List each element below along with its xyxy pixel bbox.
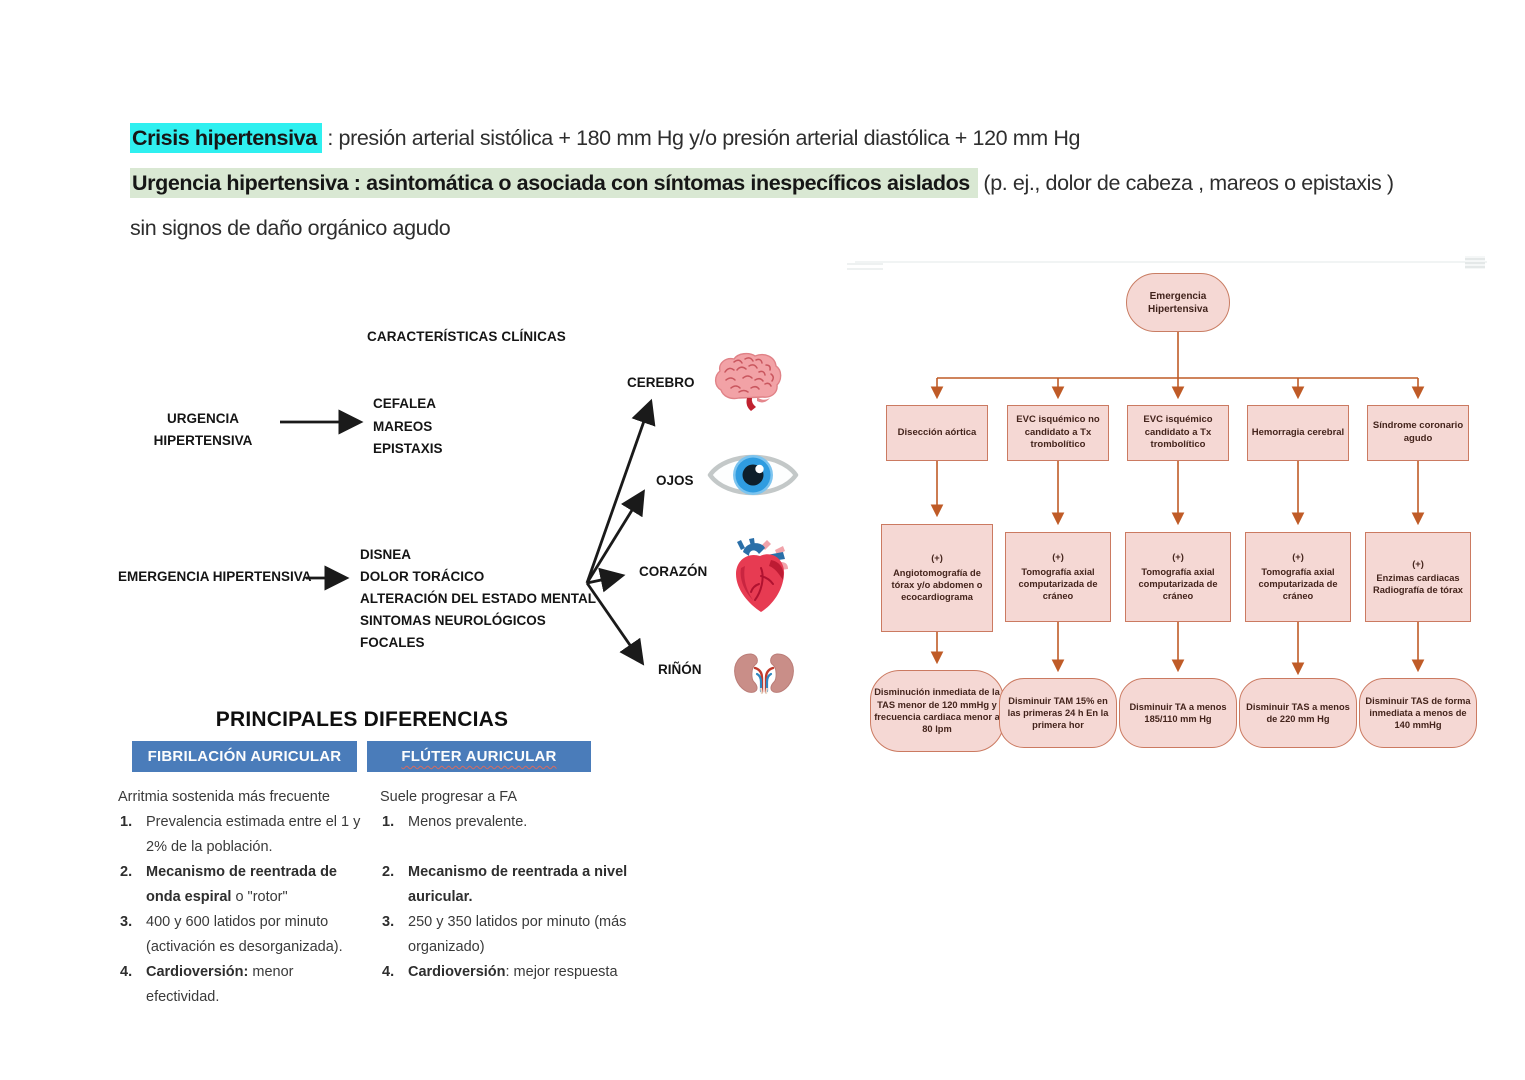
emergencia-symptoms-list: DISNEA DOLOR TORÁCICO ALTERACIÓN DEL ESTAD… — [360, 544, 596, 654]
diff-item: Menos prevalente. — [382, 810, 528, 835]
definition-urgencia-text: (p. ej., dolor de cabeza , mareos o epis… — [977, 171, 1394, 195]
flowchart-column: Disección aórtica (+)Angiotomografía de t… — [870, 260, 1004, 772]
study-box: (+)Angiotomografía de tórax y/o abdomen … — [881, 524, 993, 632]
condition-box: Disección aórtica — [886, 405, 988, 461]
urgencia-symptoms-list: CEFALEA MAREOS EPISTAXIS — [373, 393, 443, 461]
definition-urgencia: Urgencia hipertensiva : asintomática o a… — [130, 161, 1470, 206]
study-box: (+)Tomografía axial computarizada de crá… — [1125, 532, 1231, 622]
definition-crisis: Crisis hipertensiva : presión arterial s… — [130, 116, 1470, 161]
goal-box: Disminución inmediata de la TAS menor de… — [870, 670, 1004, 752]
brain-icon — [714, 352, 782, 411]
diagram-arrows — [280, 398, 656, 666]
flowchart-root-node: Emergencia Hipertensiva — [1126, 273, 1230, 332]
diff-item: Mecanismo de reentrada a nivel auricular… — [382, 860, 628, 905]
diff-items-left: Prevalencia estimada entre el 1 y 2% de … — [118, 810, 361, 1010]
diff-item: Cardioversión: mejor respuesta — [382, 960, 618, 985]
highlighted-term-crisis: Crisis hipertensiva — [130, 123, 322, 153]
eye-icon — [707, 454, 799, 496]
header-fluter: FLÚTER AURICULAR — [367, 741, 591, 772]
definition-continuation: sin signos de daño orgánico agudo — [130, 216, 451, 240]
flowchart-connectors — [930, 332, 1425, 676]
flowchart-column: EVC isquémico candidato a Tx trombolític… — [1117, 260, 1239, 772]
condition-box: Síndrome coronario agudo — [1367, 405, 1469, 461]
list-line: DOLOR TORÁCICO — [360, 569, 485, 584]
goal-box: Disminuir TAM 15% en las primeras 24 h E… — [999, 678, 1117, 748]
urgencia-node: URGENCIA HIPERTENSIVA — [153, 411, 253, 448]
emergencia-node: EMERGENCIA HIPERTENSIVA — [118, 569, 312, 584]
differences-headers: FIBRILACIÓN AURICULAR FLÚTER AURICULAR — [118, 741, 630, 772]
intro-definitions: Crisis hipertensiva : presión arterial s… — [130, 116, 1470, 251]
list-line: CEFALEA — [373, 396, 437, 411]
heart-icon — [736, 538, 788, 612]
goal-box: Disminuir TAS a menos de 220 mm Hg — [1239, 678, 1357, 748]
flowchart-column: Síndrome coronario agudo (+)Enzimas cardi… — [1357, 260, 1479, 772]
clinical-diagram-title: CARACTERÍSTICAS CLÍNICAS — [367, 329, 566, 344]
condition-box: EVC isquémico no candidato a Tx trombolí… — [1007, 405, 1109, 461]
kidney-icon — [734, 653, 794, 695]
diff-item: 400 y 600 latidos por minuto (activación… — [120, 910, 343, 955]
list-line: FOCALES — [360, 635, 425, 650]
study-box: (+)Tomografía axial computarizada de crá… — [1005, 532, 1111, 622]
diff-item: Prevalencia estimada entre el 1 y 2% de … — [120, 810, 361, 855]
emergency-flowchart: Emergencia Hipertensiva Disección aórtic… — [860, 260, 1490, 772]
definition-crisis-text: : presión arterial sistólica + 180 mm Hg… — [321, 126, 1081, 150]
differences-section: PRINCIPALES DIFERENCIAS FIBRILACIÓN AURI… — [118, 708, 630, 1005]
fluter-intro: Suele progresar a FA — [380, 789, 518, 805]
differences-title: PRINCIPALES DIFERENCIAS — [215, 708, 509, 731]
diff-item: Mecanismo de reentrada de onda espiral o… — [120, 860, 337, 905]
header-fibrilacion: FIBRILACIÓN AURICULAR — [132, 741, 357, 772]
condition-box: EVC isquémico candidato a Tx trombolític… — [1127, 405, 1229, 461]
header-fluter-label: FLÚTER AURICULAR — [401, 748, 557, 765]
fibrilacion-column: Arritmia sostenida más frecuente Prevale… — [118, 785, 361, 1010]
organ-label-cerebro: CEREBRO — [627, 375, 695, 390]
diff-item: 250 y 350 latidos por minuto (más organi… — [382, 910, 627, 955]
condition-box: Hemorragia cerebral — [1247, 405, 1349, 461]
list-line: MAREOS — [373, 418, 433, 434]
fluter-column: Suele progresar a FA Menos prevalente.Me… — [380, 785, 630, 985]
organ-label-rinon: RIÑÓN — [658, 662, 702, 677]
organ-label-ojos: OJOS — [656, 473, 694, 488]
diff-items-right: Menos prevalente. Mecanismo de reentrada … — [380, 810, 630, 985]
study-box: (+)Tomografía axial computarizada de crá… — [1245, 532, 1351, 622]
list-line: ALTERACIÓN DEL ESTADO MENTAL — [360, 591, 596, 606]
fibrilacion-intro: Arritmia sostenida más frecuente — [118, 789, 330, 805]
flowchart-column: EVC isquémico no candidato a Tx trombolí… — [997, 260, 1119, 772]
organ-label-corazon: CORAZÓN — [639, 564, 708, 579]
list-line: DISNEA — [360, 547, 412, 562]
list-line: EPISTAXIS — [373, 441, 443, 456]
goal-box: Disminuir TAS de forma inmediata a menos… — [1359, 678, 1477, 748]
flowchart-column: Hemorragia cerebral (+)Tomografía axial c… — [1237, 260, 1359, 772]
highlighted-term-urgencia: Urgencia hipertensiva : asintomática o a… — [130, 168, 978, 198]
list-line: SINTOMAS NEUROLÓGICOS — [360, 613, 546, 628]
diff-item: Cardioversión: menor efectividad. — [120, 960, 294, 1005]
goal-box: Disminuir TA a menos 185/110 mm Hg — [1119, 678, 1237, 748]
